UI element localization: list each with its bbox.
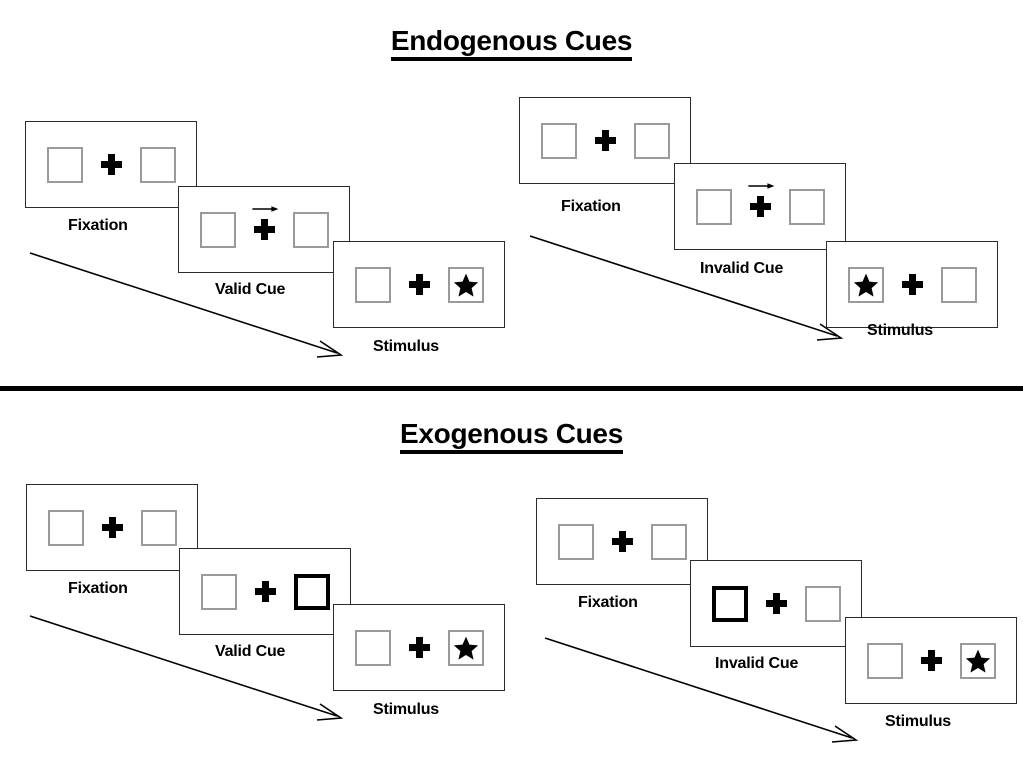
star-icon: [965, 649, 990, 673]
placeholder-box-right: [940, 266, 977, 303]
placeholder-box-right: [292, 211, 329, 248]
frame-inner: [540, 122, 670, 159]
frame-caption-fixation: Fixation: [68, 217, 128, 234]
trial-frame-valid-cue[interactable]: [178, 186, 350, 273]
fixation-cross-icon: [748, 183, 775, 217]
target-box-right: [447, 266, 484, 303]
frame-caption-fixation: Fixation: [561, 198, 621, 215]
frame-inner: [200, 573, 330, 610]
placeholder-box-left: [866, 642, 903, 679]
frame-inner: [354, 266, 484, 303]
placeholder-box-right: [804, 585, 841, 622]
placeholder-box-left: [46, 146, 83, 183]
section-title-endogenous: Endogenous Cues: [0, 25, 1023, 61]
frame-caption-invalid-cue: Invalid Cue: [715, 655, 799, 672]
time-flow-arrow-icon: [544, 637, 859, 743]
placeholder-box-left: [200, 573, 237, 610]
frame-inner: [557, 523, 687, 560]
frame-caption-stimulus: Stimulus: [885, 713, 951, 730]
frame-inner: [711, 585, 841, 622]
trial-frame-valid-cue[interactable]: [179, 548, 351, 635]
target-box-right: [447, 629, 484, 666]
fixation-cross-icon: [408, 274, 430, 295]
fixation-cross-icon: [408, 637, 430, 658]
fixation-cross-icon: [920, 650, 942, 671]
star-icon: [453, 273, 478, 297]
placeholder-box-left: [199, 211, 236, 248]
fixation-cross-icon: [765, 593, 787, 614]
trial-frame-fixation[interactable]: [519, 97, 691, 184]
section-title-endogenous-text: Endogenous Cues: [390, 25, 632, 61]
placeholder-box-left: [557, 523, 594, 560]
fixation-cross-icon: [611, 531, 633, 552]
frame-caption-fixation: Fixation: [578, 594, 638, 611]
star-icon: [853, 273, 878, 297]
frame-inner: [47, 509, 177, 546]
target-box-right: [959, 642, 996, 679]
placeholder-box-right: [788, 188, 825, 225]
star-icon: [453, 636, 478, 660]
fixation-cross-icon: [100, 154, 122, 175]
trial-frame-invalid-cue[interactable]: [690, 560, 862, 647]
placeholder-box-right: [139, 146, 176, 183]
placeholder-box-right: [633, 122, 670, 159]
fixation-cross-icon: [901, 274, 923, 295]
frame-caption-valid-cue: Valid Cue: [215, 643, 286, 660]
placeholder-box-right: [140, 509, 177, 546]
section-divider: [0, 386, 1023, 391]
trial-frame-stimulus[interactable]: [845, 617, 1017, 704]
placeholder-box-right: [650, 523, 687, 560]
cue-box-right: [293, 573, 330, 610]
frame-inner: [354, 629, 484, 666]
trial-frame-invalid-cue[interactable]: [674, 163, 846, 250]
frame-inner: [199, 206, 329, 248]
frame-caption-valid-cue: Valid Cue: [215, 281, 286, 298]
fixation-cross-icon: [252, 206, 279, 240]
arrow-cue-icon: [252, 206, 279, 212]
frame-caption-stimulus: Stimulus: [867, 322, 933, 339]
trial-frame-fixation[interactable]: [25, 121, 197, 208]
frame-caption-fixation: Fixation: [68, 580, 128, 597]
frame-inner: [46, 146, 176, 183]
placeholder-box-left: [354, 629, 391, 666]
fixation-cross-icon: [254, 581, 276, 602]
frame-caption-stimulus: Stimulus: [373, 701, 439, 718]
placeholder-box-left: [540, 122, 577, 159]
fixation-cross-icon: [594, 130, 616, 151]
trial-frame-stimulus[interactable]: [333, 604, 505, 691]
section-title-exogenous: Exogenous Cues: [0, 418, 1023, 454]
target-box-left: [847, 266, 884, 303]
frame-inner: [847, 266, 977, 303]
cue-box-left: [711, 585, 748, 622]
placeholder-box-left: [354, 266, 391, 303]
frame-caption-stimulus: Stimulus: [373, 338, 439, 355]
trial-frame-stimulus[interactable]: [333, 241, 505, 328]
frame-inner: [695, 183, 825, 225]
arrow-cue-icon: [748, 183, 775, 189]
frame-inner: [866, 642, 996, 679]
trial-frame-stimulus[interactable]: [826, 241, 998, 328]
placeholder-box-left: [47, 509, 84, 546]
trial-frame-fixation[interactable]: [26, 484, 198, 571]
trial-frame-fixation[interactable]: [536, 498, 708, 585]
frame-caption-invalid-cue: Invalid Cue: [700, 260, 784, 277]
fixation-cross-icon: [101, 517, 123, 538]
section-title-exogenous-text: Exogenous Cues: [400, 418, 623, 454]
placeholder-box-left: [695, 188, 732, 225]
